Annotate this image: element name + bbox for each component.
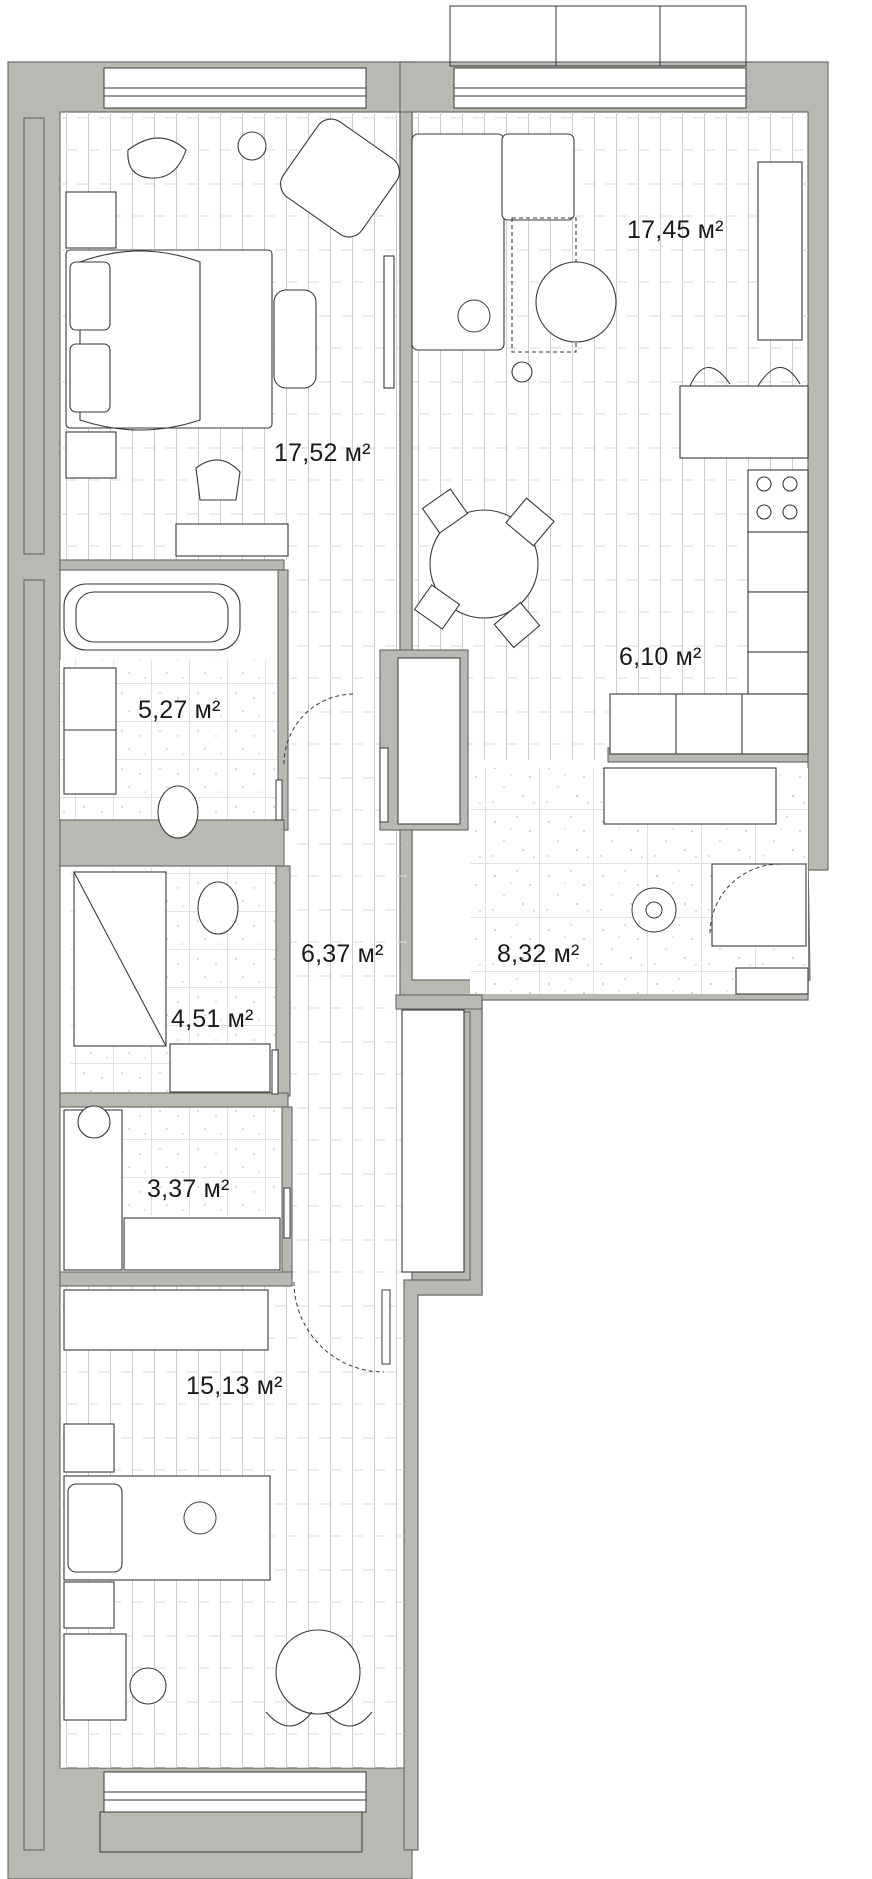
hall-bench [711, 863, 807, 947]
sliding-door-bath [275, 779, 283, 821]
area-label-bedroom: 17,52 м² [274, 439, 371, 467]
round-table-second-bedroom [275, 1629, 361, 1715]
person-living [457, 299, 491, 333]
wall-corridor-lower-right [395, 994, 483, 1010]
dining-table-top [679, 385, 809, 459]
kitchen-sink [747, 591, 809, 653]
tv-panel [383, 255, 395, 389]
kitchen-counter-2 [747, 651, 809, 695]
figures [183, 299, 677, 1535]
area-label-corridor: 6,37 м² [301, 940, 384, 968]
balcony-living [449, 5, 747, 67]
balcony-second-bedroom [99, 1811, 363, 1853]
wall-left-jamb-bottom [23, 579, 45, 1851]
wardrobe-shelf-bottom [123, 1217, 281, 1271]
rug [511, 217, 577, 353]
person-second-bedroom [183, 1501, 217, 1535]
corridor-niche-cabinet [397, 657, 461, 825]
armchair [280, 118, 400, 238]
desk-second-bedroom [63, 1633, 127, 1721]
sliding-door-wardrobe [283, 1187, 291, 1239]
desk-bedroom [175, 523, 289, 557]
windows [99, 5, 747, 1853]
bench [273, 289, 317, 389]
wall-bedroom-bath [59, 559, 285, 571]
toilet-bath [157, 785, 199, 839]
bathtub [63, 583, 241, 651]
wardrobe-second-bedroom [63, 1289, 269, 1351]
area-label-living-kitchen: 17,45 м² [627, 216, 724, 244]
area-label-shower-room: 4,51 м² [171, 1005, 254, 1033]
wardrobe-tiles [120, 1105, 280, 1215]
laundry-basket [127, 137, 187, 179]
area-label-hallway: 8,32 м² [497, 940, 580, 968]
area-label-bathroom: 5,27 м² [138, 696, 221, 724]
toilet-shower [197, 881, 239, 935]
hall-wardrobe [603, 767, 777, 825]
doors [271, 693, 781, 1373]
wall-left-jamb-top [23, 117, 45, 555]
nightstand-second-2 [63, 1581, 115, 1629]
nightstand-top [65, 191, 117, 249]
bath-vanity [63, 667, 117, 795]
sliding-door-shower [271, 1049, 279, 1095]
area-label-kitchen-zone: 6,10 м² [619, 643, 702, 671]
floor-lamp-living [511, 361, 533, 383]
shower-vanity [169, 1043, 271, 1093]
furniture [63, 118, 809, 1727]
area-label-second-bedroom: 15,13 м² [186, 1372, 283, 1400]
area-label-wardrobe: 3,37 м² [147, 1175, 230, 1203]
desk-chair-bedroom [195, 459, 241, 501]
coffee-table [535, 261, 617, 343]
kitchen-counter-1 [747, 531, 809, 593]
kitchen-cooktop [747, 469, 809, 533]
nightstand-second-1 [63, 1423, 115, 1473]
corridor-wardrobe [401, 1009, 465, 1273]
nightstand-bottom [65, 431, 117, 479]
floor-lamp [237, 131, 267, 161]
kitchen-base-units [609, 693, 809, 755]
chair-second-bedroom [129, 1667, 167, 1705]
wall-wardrobe-bedroom2 [59, 1271, 293, 1287]
sofa [411, 133, 505, 351]
tv-stand-living [757, 161, 803, 341]
wall-shower-wardrobe [59, 1092, 289, 1108]
dining-table-round [429, 509, 539, 619]
washing-machine [77, 1105, 111, 1139]
door-swing-corridor-lower [293, 1281, 385, 1373]
shoe-rack [735, 967, 809, 995]
